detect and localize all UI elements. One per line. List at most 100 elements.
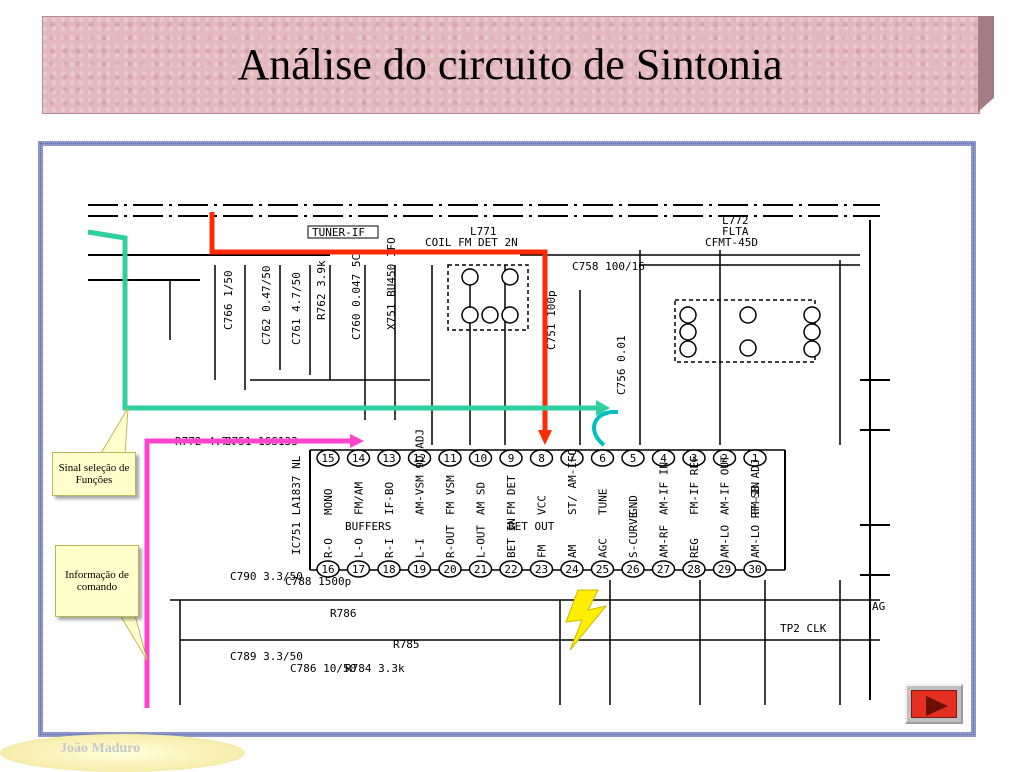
- ic-pin-name: FM-IF REF: [688, 455, 701, 515]
- ic-pin-name: R-O: [322, 538, 335, 558]
- c786-label: C786 10/50: [290, 662, 356, 675]
- ic-pin-18: 18: [377, 560, 401, 578]
- ic-pin-name: TUNE: [597, 489, 610, 516]
- ic-pin-name: ST/ AM-IFO: [566, 449, 579, 515]
- ic-pin-number: 1: [752, 452, 759, 465]
- ic-pin-10: 10: [468, 449, 493, 467]
- bet-out-label: BET OUT: [508, 520, 555, 533]
- ic-pin-number: 20: [443, 563, 456, 576]
- ic-pin-number: 2: [721, 452, 728, 465]
- ic-pin-number: 6: [599, 452, 606, 465]
- ic-pin-number: 29: [718, 563, 731, 576]
- ic-pin-name: FM/AM: [353, 482, 366, 515]
- ic-pin-name: AM: [566, 544, 579, 558]
- buffers-label: BUFFERS: [345, 520, 391, 533]
- red-trace: [209, 212, 548, 440]
- lightning-icon: [565, 589, 608, 651]
- ic-pin-name: AM-VSM 9D ADJ: [414, 429, 427, 515]
- next-slide-button[interactable]: [905, 684, 963, 724]
- ic-pin-5: 5: [621, 449, 645, 467]
- ic-pin-number: 27: [657, 563, 670, 576]
- ic-pin-14: 14: [346, 449, 371, 467]
- ic-pin-11: 11: [438, 449, 462, 467]
- ic-pin-number: 18: [382, 563, 395, 576]
- magenta-arrow-head: [350, 434, 364, 448]
- ic-pin-name: AM-LO: [719, 525, 732, 558]
- component-value-label: R762 3.9k: [315, 260, 328, 320]
- ic-pin-number: 16: [321, 563, 334, 576]
- ic-pin-number: 26: [626, 563, 639, 576]
- component-value-label: C756 0.01: [615, 335, 628, 395]
- top-rails: [88, 204, 890, 700]
- ic-pin-20: 20: [438, 560, 462, 578]
- ic-pin-8: 8: [529, 449, 554, 467]
- ic-pin-name: S-CURVE: [627, 512, 640, 558]
- ic-pin-number: 23: [535, 563, 548, 576]
- title-banner-side: [978, 16, 994, 112]
- l771-label: L771: [470, 225, 497, 238]
- ic-label: IC751 LA1837 NL: [290, 455, 303, 555]
- ic-pin-number: 8: [538, 452, 545, 465]
- ic-pin-number: 30: [748, 563, 761, 576]
- ic-pin-12: 12: [407, 449, 432, 467]
- ic-pin-name: R-I: [383, 538, 396, 558]
- ic-pin-name: IF-BO: [383, 482, 396, 515]
- ic-pin-number: 13: [382, 452, 395, 465]
- ic-pin-4: 4: [651, 449, 676, 467]
- ic-pin-21: 21: [468, 560, 493, 578]
- ic-pin-number: 28: [687, 563, 700, 576]
- ic-pin-name: L-I: [414, 538, 427, 558]
- r784-label: R784 3.3k: [345, 662, 405, 675]
- callout-functions-text: Sinal seleção de Funções: [58, 462, 130, 486]
- tp2-label: TP2 CLK: [780, 622, 827, 635]
- coil-l772: [674, 299, 821, 363]
- ic-pin-name: BET IN: [505, 518, 518, 558]
- ic-pin-number: 14: [352, 452, 366, 465]
- ic-pin-number: 12: [413, 452, 426, 465]
- slide-title: Análise do circuito de Sintonia: [237, 39, 783, 89]
- ic-pin-number: 22: [504, 563, 517, 576]
- cfmt-label: CFMT-45D: [705, 236, 758, 249]
- ic-pin-name: AGC: [597, 538, 610, 558]
- ic-pin-name: FM DET: [505, 475, 518, 515]
- ic-pin-15: 15: [316, 449, 340, 467]
- ic-pin-26: 26: [621, 560, 645, 578]
- ic-pin-number: 3: [691, 452, 698, 465]
- ic-pin-name: R-OUT: [444, 525, 457, 558]
- ic-pin-30: 30: [743, 560, 767, 578]
- ic-pin-number: 4: [660, 452, 667, 465]
- component-value-label: C766 1/50: [222, 270, 235, 330]
- ic-pin-name: AM-RF: [658, 525, 671, 558]
- ic-pin-16: 16: [316, 560, 340, 578]
- magenta-trace: [144, 438, 352, 708]
- ic-pin-name: AM-LO RF-SB ADJ: [749, 459, 762, 558]
- play-arrow-icon: [926, 696, 948, 716]
- ic-pin-7: 7: [560, 449, 584, 467]
- component-value-label: C761 4.7/50: [290, 272, 303, 345]
- callout-functions: Sinal seleção de Funções: [52, 452, 136, 496]
- component-value-label: C751 100p: [545, 290, 558, 350]
- ic-pin-25: 25: [590, 560, 615, 578]
- ic-pin-number: 21: [474, 563, 487, 576]
- ic-pin-13: 13: [377, 449, 401, 467]
- callout-command-pointer: [119, 614, 148, 661]
- ic-pin-name: FM-IN: [749, 482, 762, 515]
- coil-label: COIL FM DET 2N: [425, 236, 518, 249]
- teal-arrow-head: [596, 400, 610, 416]
- callout-functions-pointer: [99, 407, 129, 456]
- ic-pin-name: GND: [627, 495, 640, 515]
- footer-author: João Maduro: [60, 741, 141, 756]
- ic-pin-number: 24: [565, 563, 579, 576]
- ic-pin-name: AM SD: [475, 482, 488, 515]
- ic-pin-number: 5: [630, 452, 637, 465]
- component-wiring: [169, 250, 880, 705]
- footer-oval: [0, 734, 245, 772]
- next-button-face[interactable]: [911, 690, 957, 718]
- flta-label: FLTA: [722, 225, 749, 238]
- ic-pin-number: 19: [413, 563, 426, 576]
- ic-pin-number: 9: [508, 452, 515, 465]
